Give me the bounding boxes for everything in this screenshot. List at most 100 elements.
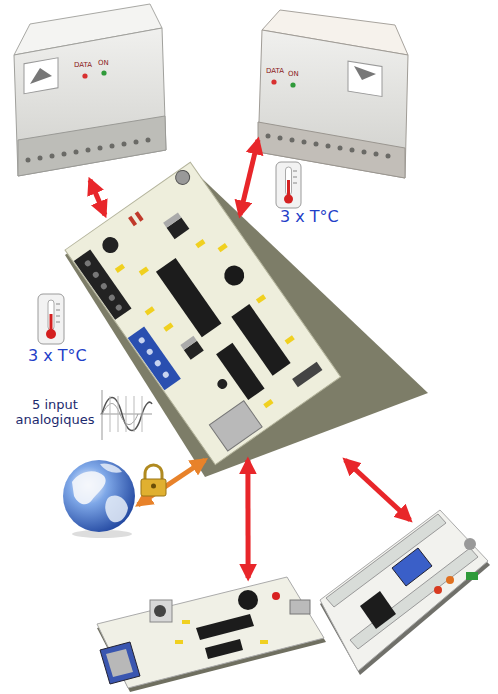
double-arrow bbox=[138, 460, 205, 505]
thermometer-icon bbox=[276, 162, 301, 208]
din-module-part-part bbox=[326, 144, 331, 149]
din-module-part-part bbox=[314, 142, 319, 147]
led-caption: DATA bbox=[266, 68, 284, 75]
din-module-part-part bbox=[146, 138, 151, 143]
serial-pcb-part bbox=[100, 642, 140, 684]
main-board-part-part-part bbox=[84, 259, 92, 267]
din-module-part-part bbox=[290, 138, 295, 143]
main-board-part-part-part bbox=[145, 306, 155, 315]
din-module: DATAON bbox=[258, 8, 413, 208]
main-board-part-part bbox=[84, 259, 123, 312]
din-module bbox=[14, 4, 166, 176]
serial-pcb-part-part bbox=[182, 620, 190, 624]
main-board-part-part bbox=[115, 207, 318, 433]
serial-pcb-part bbox=[154, 605, 166, 617]
din-module-part-part bbox=[350, 148, 355, 153]
din-module-part-part bbox=[122, 142, 127, 147]
thermometer-icon-part-part bbox=[293, 177, 297, 178]
relay-pcb-part bbox=[350, 548, 478, 649]
din-module-part bbox=[258, 30, 408, 178]
main-board-part-part bbox=[128, 326, 181, 390]
din-module-part-part bbox=[26, 158, 31, 163]
thermometer-icon-part bbox=[293, 171, 297, 183]
globe-icon-part bbox=[63, 460, 135, 532]
sensor-label: 3 x T°C bbox=[280, 208, 360, 226]
relay-pcb-part bbox=[464, 538, 476, 550]
din-module-part-part bbox=[38, 156, 43, 161]
relay-pcb-part bbox=[446, 576, 454, 584]
main-board-part-part bbox=[180, 336, 197, 350]
waveform-icon-part-part bbox=[142, 396, 143, 432]
din-module-part-part bbox=[386, 154, 391, 159]
double-arrow bbox=[240, 140, 258, 215]
din-module-part bbox=[271, 79, 276, 84]
thermometer-icon-part-part bbox=[56, 322, 60, 323]
globe-icon bbox=[63, 460, 135, 538]
din-module-part bbox=[101, 70, 106, 75]
main-board-part-part-part bbox=[256, 294, 266, 303]
main-board-part-part-part bbox=[100, 282, 108, 290]
din-module-part bbox=[30, 68, 52, 84]
main-board-part-part bbox=[128, 211, 144, 226]
din-module-part bbox=[348, 61, 382, 96]
main-board bbox=[65, 215, 425, 460]
serial-pcb-part bbox=[290, 600, 310, 614]
din-module-part-part bbox=[86, 148, 91, 153]
main-board bbox=[65, 162, 428, 477]
main-board-part-part-part bbox=[195, 239, 205, 248]
din-module-part-part bbox=[374, 152, 379, 157]
serial-pcb-part bbox=[175, 620, 268, 644]
double-arrow bbox=[90, 180, 105, 215]
globe-node bbox=[60, 458, 138, 536]
serial-pcb bbox=[95, 578, 327, 690]
waveform-icon-part bbox=[102, 390, 103, 440]
serial-pcb-part bbox=[196, 614, 254, 640]
main-board-part-part-part bbox=[115, 303, 123, 311]
analog-input-label: 5 input analogiques bbox=[10, 398, 100, 428]
din-module-part-part bbox=[50, 154, 55, 159]
main-board-part-part bbox=[215, 377, 229, 391]
main-board-part-part-part bbox=[146, 348, 154, 356]
relay-pcb-part bbox=[360, 591, 396, 629]
lock-icon-part bbox=[151, 484, 156, 489]
serial-pcb-part bbox=[238, 590, 258, 610]
sensor-label: 3 x T°C bbox=[28, 347, 108, 365]
waveform-icon bbox=[100, 390, 152, 440]
waveform-icon-part bbox=[110, 396, 142, 432]
main-board-part-part bbox=[138, 336, 170, 379]
din-module-part bbox=[26, 138, 151, 163]
waveform-icon-part-part bbox=[126, 396, 127, 432]
din-module-part-part bbox=[98, 146, 103, 151]
main-board-part-part bbox=[173, 168, 192, 187]
main-board-part-part-part bbox=[108, 294, 116, 302]
main-board-part-part-part bbox=[263, 399, 273, 408]
din-module-part bbox=[82, 73, 87, 78]
relay-pcb bbox=[318, 520, 490, 673]
main-board-part-part bbox=[99, 234, 121, 256]
thermometer-icon-part-part bbox=[56, 310, 60, 311]
main-board-part-part bbox=[209, 401, 262, 451]
thermometer-icon-part bbox=[287, 180, 290, 197]
thermometer-icon-part bbox=[56, 304, 60, 322]
relay-pcb-part bbox=[320, 510, 488, 671]
serial-pcb-part bbox=[106, 649, 133, 677]
din-module-part-part bbox=[266, 134, 271, 139]
thermometer-icon-part bbox=[284, 195, 293, 204]
thermometer-icon-part-part bbox=[56, 316, 60, 317]
globe-icon-part bbox=[72, 471, 106, 504]
main-board-part-part bbox=[216, 343, 265, 400]
thermometer-icon-part bbox=[276, 162, 301, 208]
din-module-part-part bbox=[74, 150, 79, 155]
din-module-part bbox=[290, 82, 295, 87]
thermometer-icon-part-part bbox=[293, 171, 297, 172]
thermometer-icon bbox=[38, 294, 64, 344]
main-board-part-part-part bbox=[138, 336, 146, 344]
waveform-icon-part bbox=[102, 404, 138, 425]
serial-pcb-part bbox=[272, 592, 280, 600]
main-board-part-part-part bbox=[163, 322, 173, 331]
relay-pcb bbox=[320, 510, 490, 675]
din-module-part bbox=[266, 134, 391, 159]
waveform-icon-part-part bbox=[110, 396, 111, 432]
serial-pcb-part bbox=[97, 577, 324, 688]
